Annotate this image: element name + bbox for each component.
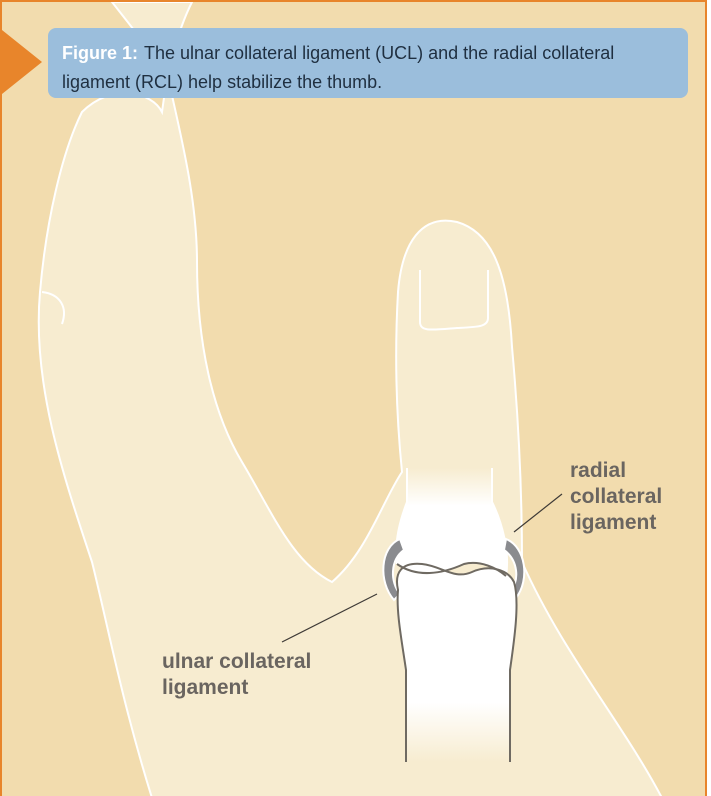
figure-label: Figure 1:	[62, 43, 138, 63]
radial-label-line-2: collateral	[570, 484, 662, 510]
caption-arrow-marker	[2, 30, 42, 94]
proximal-phalanx-bone	[396, 468, 507, 576]
radial-label-line-1: radial	[570, 458, 662, 484]
figure-caption: Figure 1:The ulnar collateral ligament (…	[48, 28, 688, 98]
metacarpal-bone	[397, 564, 517, 762]
radial-collateral-ligament-label: radial collateral ligament	[570, 458, 662, 536]
figure-caption-text: The ulnar collateral ligament (UCL) and …	[62, 43, 614, 92]
ulnar-collateral-ligament-label: ulnar collateral ligament	[162, 649, 311, 701]
ulnar-label-line-2: ligament	[162, 675, 311, 701]
radial-label-line-3: ligament	[570, 510, 662, 536]
hand-outline	[39, 2, 662, 796]
ulnar-label-line-1: ulnar collateral	[162, 649, 311, 675]
